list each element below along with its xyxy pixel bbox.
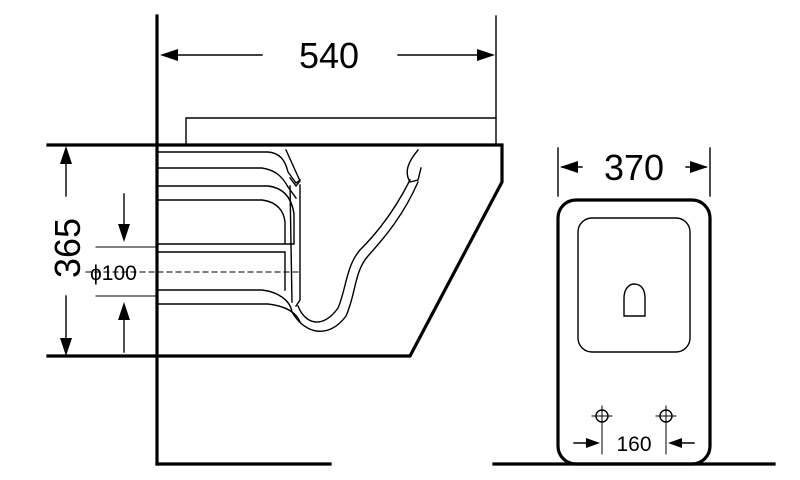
arrowhead-right-icon: [477, 49, 495, 61]
arrowhead-left-icon: [560, 161, 578, 173]
hole-spacing-label: 160: [616, 433, 651, 456]
arrowhead-up-icon: [118, 302, 130, 320]
arrowhead-right-icon: [586, 438, 600, 448]
arrowhead-left-icon: [160, 49, 178, 61]
fixing-hole-left: [591, 405, 613, 433]
arrowhead-down-icon: [60, 338, 72, 356]
pipe-dimension: ϕ100: [90, 193, 137, 353]
width-dimension-370: 370: [557, 147, 711, 197]
fixing-hole-right: [655, 405, 677, 433]
outlet-opening: [623, 283, 646, 317]
arrowhead-down-icon: [118, 224, 130, 242]
trap-channel: [156, 185, 301, 323]
hole-spacing-dimension-160: 160: [573, 431, 695, 456]
arrowhead-left-icon: [668, 438, 682, 448]
width-dimension-540: 540: [160, 15, 497, 119]
front-width-label: 370: [604, 147, 664, 188]
arrowhead-up-icon: [60, 146, 72, 164]
side-view: 540 365 ϕ100: [46, 14, 504, 466]
height-label: 365: [47, 218, 88, 278]
seat-lid: [185, 117, 497, 144]
pipe-diameter-label: ϕ100: [90, 262, 137, 285]
front-inner-panel: [577, 217, 691, 353]
front-view: 370 160: [492, 147, 776, 466]
height-dimension-365: 365: [47, 146, 88, 356]
width-label: 540: [299, 35, 359, 76]
arrowhead-right-icon: [690, 161, 708, 173]
bowl-inner-wall: [285, 149, 422, 332]
bowl-rim: [156, 151, 301, 199]
bowl-outline: [46, 143, 504, 358]
front-body-outline: [556, 198, 712, 466]
